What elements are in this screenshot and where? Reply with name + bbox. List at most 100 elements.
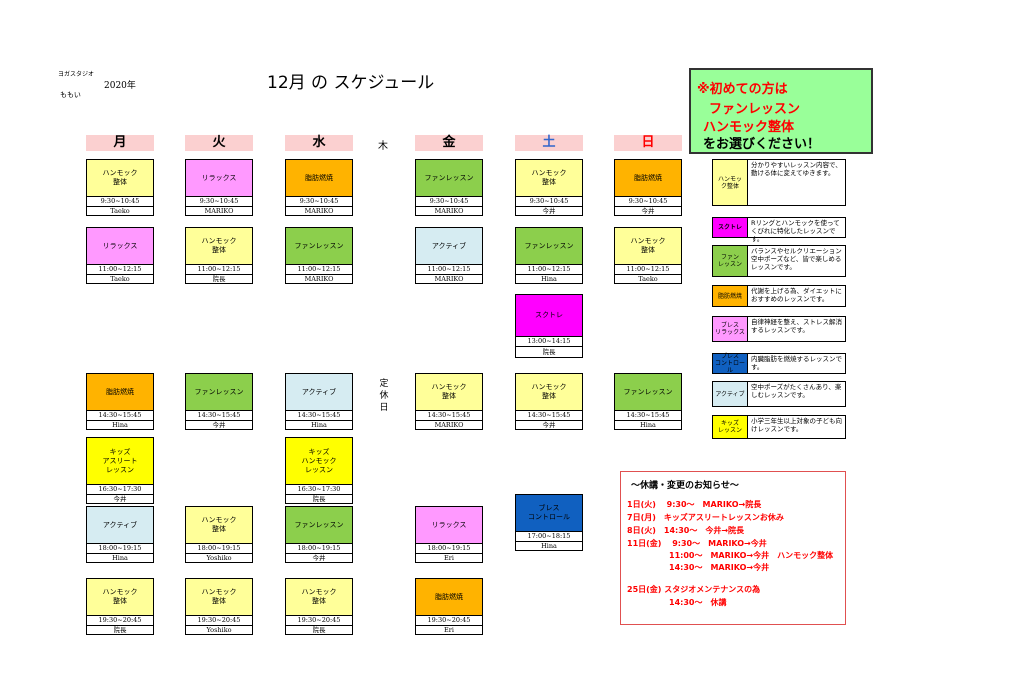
legend-relax: ブレス リラックス自律神経を整え、ストレス解消するレッスンです。: [712, 316, 846, 342]
notice-line-2: ファンレッスン: [709, 102, 801, 117]
class-time: 14:30~15:45: [516, 410, 582, 421]
class-time: 11:00~12:15: [615, 264, 681, 275]
owner-name: ももい: [60, 91, 81, 99]
class-instructor: Taeko: [110, 207, 130, 215]
day-wed: 水: [285, 135, 353, 151]
class-name: キッズ ハンモック レッスン: [286, 438, 352, 485]
notice-item: 11日(金) 9:30～ MARIKO→今井: [627, 539, 767, 548]
class-instructor: Hina: [112, 421, 128, 429]
class-instructor: Hina: [541, 275, 557, 283]
notice-item: 7日(月) キッズアスリートレッスンお休み: [627, 513, 784, 522]
class-time: 14:30~15:45: [186, 410, 252, 421]
class-name: ハンモック 整体: [286, 579, 352, 616]
class-time: 14:30~15:45: [615, 410, 681, 421]
class-instructor: MARIKO: [434, 207, 464, 215]
first-time-notice: ※初めての方は ファンレッスン ハンモック整体 をお選びください！: [689, 68, 873, 154]
class-name: キッズ アスリート レッスン: [87, 438, 153, 485]
notice-item: 11:00～ MARIKO→今井 ハンモック整体: [669, 551, 834, 560]
class-time: 9:30~10:45: [87, 196, 153, 207]
class-time: 9:30~10:45: [286, 196, 352, 207]
class-instructor: 院長: [542, 348, 556, 356]
class-instructor: Hina: [640, 421, 656, 429]
year-label: 2020年: [104, 81, 136, 91]
class-name: 脂肪燃焼: [416, 579, 482, 616]
class-time: 11:00~12:15: [87, 264, 153, 275]
class-time: 13:00~14:15: [516, 336, 582, 347]
studio-name: ヨガスタジオ: [58, 71, 95, 78]
class-name: アクティブ: [87, 507, 153, 544]
class-instructor: 今井: [542, 207, 556, 215]
class-instructor: 今井: [641, 207, 655, 215]
legend-swatch: 脂肪燃焼: [713, 286, 748, 306]
class-time: 18:00~19:15: [286, 543, 352, 554]
class-time: 18:00~19:15: [416, 543, 482, 554]
class-instructor: 院長: [212, 275, 226, 283]
class-time: 11:00~12:15: [516, 264, 582, 275]
legend-desc: 内臓脂肪を燃焼するレッスンです。: [751, 355, 842, 371]
class-name: ハンモック 整体: [186, 228, 252, 265]
class-instructor: 今井: [113, 495, 127, 503]
legend-swatch: アクティブ: [713, 382, 748, 406]
class-instructor: 今井: [312, 554, 326, 562]
legend-desc: 代謝を上げる為、ダイエットにおすすめのレッスンです。: [751, 287, 842, 303]
legend-desc: 空中ポーズがたくさんあり、楽しむレッスンです。: [751, 383, 842, 399]
class-instructor: Taeko: [638, 275, 658, 283]
class-instructor: MARIKO: [434, 275, 464, 283]
class-time: 18:00~19:15: [186, 543, 252, 554]
legend-desc: Rリングとハンモックを使ってくびれに特化したレッスンです。: [751, 219, 840, 243]
class-name: リラックス: [186, 160, 252, 197]
class-time: 9:30~10:45: [186, 196, 252, 207]
class-time: 14:30~15:45: [416, 410, 482, 421]
legend-swatch: ブレス リラックス: [713, 317, 748, 341]
change-notice-heading: ～休講・変更のお知らせ～: [631, 481, 739, 491]
class-time: 14:30~15:45: [286, 410, 352, 421]
legend-hammock: ハンモッ ク整体分かりやすいレッスン内容で、動ける体に変えてゆきます。: [712, 159, 846, 206]
class-time: 14:30~15:45: [87, 410, 153, 421]
class-time: 19:30~20:45: [286, 615, 352, 626]
class-instructor: Yoshiko: [206, 554, 232, 562]
class-time: 18:00~19:15: [87, 543, 153, 554]
class-time: 16:30~17:30: [87, 484, 153, 495]
notice-item: 14:30～ MARIKO→今井: [669, 563, 770, 572]
day-mon: 月: [86, 135, 154, 151]
legend-fan: ファン レッスンバランスやセルクリエーション 空中ポーズなど、皆で楽しめるレッス…: [712, 245, 846, 277]
class-instructor: MARIKO: [434, 421, 464, 429]
class-name: ハンモック 整体: [186, 579, 252, 616]
legend-swatch: ハンモッ ク整体: [713, 160, 748, 205]
class-name: 脂肪燃焼: [286, 160, 352, 197]
class-name: ブレス コントロール: [516, 495, 582, 532]
legend-swatch: ファン レッスン: [713, 246, 748, 276]
day-thu: 木: [378, 141, 388, 152]
legend-desc: 自律神経を整え、ストレス解消するレッスンです。: [751, 318, 842, 334]
class-time: 19:30~20:45: [186, 615, 252, 626]
notice-line-3: ハンモック整体: [703, 120, 795, 135]
class-instructor: Eri: [444, 554, 454, 562]
day-tue: 火: [185, 135, 253, 151]
class-time: 17:00~18:15: [516, 531, 582, 542]
class-name: ファンレッスン: [416, 160, 482, 197]
legend-swatch: ブレス コントロール: [713, 353, 748, 374]
class-time: 9:30~10:45: [615, 196, 681, 207]
page-title: 12月 の スケジュール: [267, 73, 435, 93]
class-name: スクトレ: [516, 295, 582, 337]
class-name: ファンレッスン: [286, 228, 352, 265]
class-name: アクティブ: [416, 228, 482, 265]
notice-line-4: をお選びください！: [703, 137, 821, 152]
